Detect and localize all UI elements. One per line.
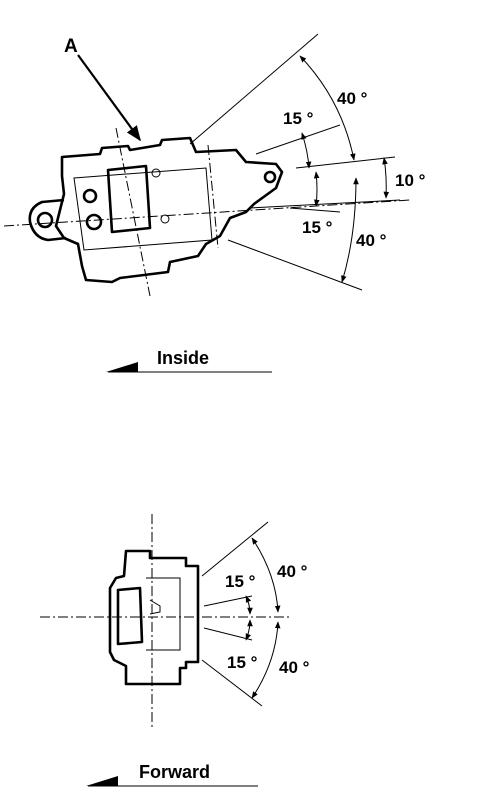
callout-label-a: A [64,36,78,57]
ray-lower-40 [227,239,363,291]
ray-offset-10 [295,156,396,169]
side-ray-upper-40 [201,521,269,577]
hole-1 [82,188,98,204]
side-ray-upper-15 [203,595,253,607]
center-line-vertical [115,127,151,297]
mount-hole-left [36,211,54,229]
ray-upper-15 [255,124,341,155]
direction-label-forward: Forward [139,762,210,782]
side-angle-label-lower-15: 15 ° [227,653,258,672]
ray-lower-15 [289,207,341,213]
callout-arrow [77,54,141,142]
hole-5 [263,170,277,184]
side-angle-label-upper-15: 15 ° [225,572,256,591]
side-arc-upper-40 [251,537,281,613]
side-angle-label-lower-40: 40 ° [279,658,310,677]
side-arc-lower-15 [245,619,253,641]
side-inner-recess [116,586,144,646]
side-view: 40 ° 15 ° 15 ° 40 ° Forward [40,514,310,787]
angle-label-upper-40: 40 ° [337,89,368,108]
angle-label-lower-15: 15 ° [302,218,333,237]
inner-frame [73,167,213,251]
ray-horizontal [249,199,401,209]
angle-label-upper-15: 15 ° [283,109,314,128]
hole-4 [160,214,170,224]
arc-lower-40 [341,177,359,283]
arc-lower-15 [313,171,320,207]
hole-2 [85,213,103,231]
inner-recess [106,164,152,234]
top-view: A 40 ° 15 ° 10 ° 15 [3,33,426,373]
side-arc-upper-15 [245,595,253,615]
direction-arrow-icon [106,362,138,372]
ray-upper-40 [189,33,319,145]
arc-upper-15 [301,132,312,169]
side-arc-lower-40 [251,621,281,699]
center-line-vertical-2 [207,144,219,249]
arc-upper-40 [299,55,356,161]
angle-label-offset-10: 10 ° [395,171,426,190]
mounting-tab [28,198,67,242]
hole-3 [151,168,161,178]
housing-outline [54,136,284,284]
forward-arrow-icon [86,776,118,786]
center-line-main [3,199,411,227]
side-angle-label-upper-40: 40 ° [277,562,308,581]
direction-label-inside: Inside [157,348,209,368]
side-ray-lower-15 [203,627,253,641]
side-inner-detail [146,577,181,651]
arc-offset-10 [382,157,390,199]
side-housing-outline [108,549,200,686]
angle-label-lower-40: 40 ° [356,231,387,250]
